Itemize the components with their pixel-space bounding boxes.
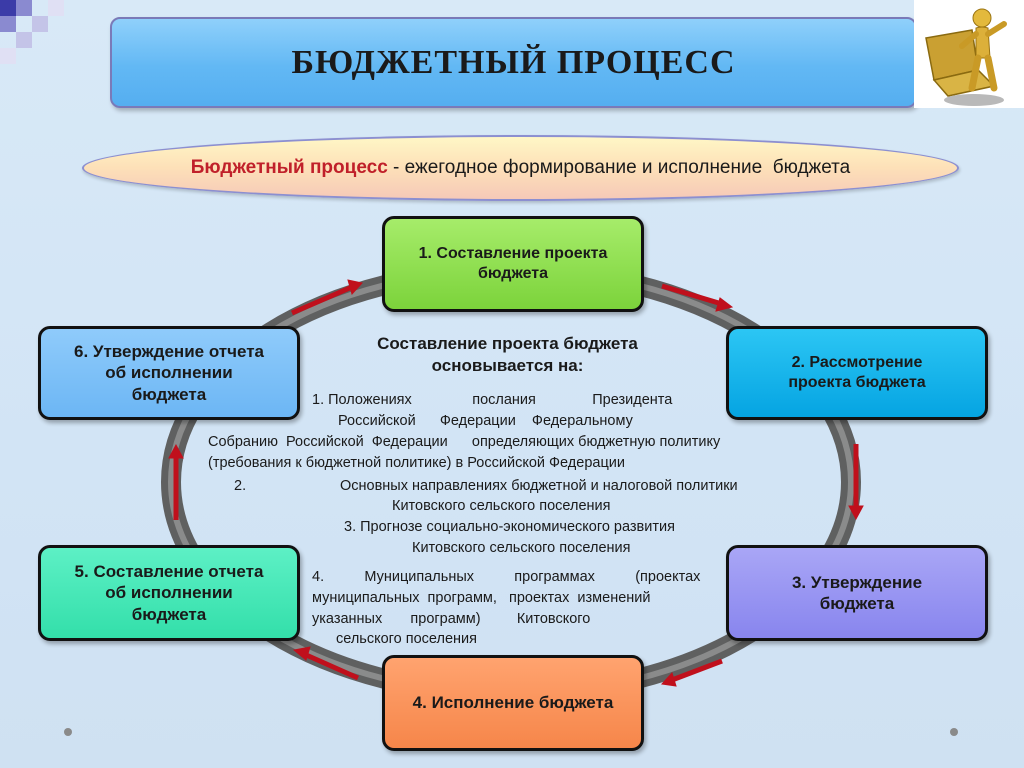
stage-2-label: 2. Рассмотрение проекта бюджета [788, 354, 926, 391]
center-line-11: муниципальных программ, проектах изменен… [312, 590, 651, 606]
definition-ellipse: Бюджетный процесс - ежегодное формирован… [82, 135, 959, 201]
arrow-1-to-2 [661, 283, 723, 307]
center-line-2: Российской Федерации Федеральному [338, 413, 633, 429]
arrow-2-to-3-head [848, 505, 864, 521]
title-banner: БЮДЖЕТНЫЙ ПРОЦЕСС [110, 17, 917, 108]
stage-5-report: 5. Составление отчета об исполнении бюдж… [38, 545, 300, 641]
left-dot [64, 728, 72, 736]
stage-1-draft: 1. Составление проекта бюджета [382, 216, 644, 312]
center-line-4: (требования к бюджетной политике) в Росс… [208, 455, 625, 471]
stage-1-label: 1. Составление проекта бюджета [418, 245, 608, 282]
definition-text: - ежегодное формирование и исполнение бю… [387, 157, 851, 178]
arrow-5-to-6-head [168, 443, 184, 459]
center-heading: Составление проекта бюджета основывается… [377, 334, 638, 376]
arrow-4-to-5-head [292, 646, 311, 661]
page-title: БЮДЖЕТНЫЙ ПРОЦЕСС [291, 43, 736, 81]
arrow-3-to-4-head [660, 672, 677, 687]
arrow-1-to-2-head [715, 297, 734, 312]
arrow-4-to-5 [302, 651, 360, 681]
golden-figure-with-laptop-icon [914, 0, 1024, 108]
center-line-6: Основных направлениях бюджетной и налого… [340, 478, 738, 494]
center-line-3: Собранию Российской Федерации определяющ… [208, 434, 721, 450]
center-line-7: Китовского сельского поселения [392, 498, 611, 514]
stage-4-execution: 4. Исполнение бюджета [382, 655, 644, 751]
stage-3-label: 3. Утверждение бюджета [791, 572, 923, 613]
center-line-5: 2. [234, 478, 247, 494]
stage-4-label: 4. Исполнение бюджета [412, 693, 614, 713]
arrow-6-to-1 [291, 284, 353, 316]
center-line-12: указанных программ) Китовского [312, 611, 591, 627]
center-line-8: 3. Прогнозе социально-экономического раз… [344, 519, 675, 535]
stage-5-label: 5. Составление отчета об исполнении бюдж… [74, 562, 264, 624]
center-line-9: Китовского сельского поселения [412, 540, 631, 556]
stage-3-approval: 3. Утверждение бюджета [726, 545, 988, 641]
stage-6-report-approval: 6. Утверждение отчета об исполнении бюдж… [38, 326, 300, 420]
cycle-arrows [168, 279, 864, 687]
stage-6-label: 6. Утверждение отчета об исполнении бюдж… [73, 342, 264, 404]
right-dot [950, 728, 958, 736]
center-line-13: сельского поселения [336, 631, 477, 647]
center-line-10: 4. Муниципальных программах (проектах [312, 569, 701, 585]
stage-2-review: 2. Рассмотрение проекта бюджета [726, 326, 988, 420]
center-line-1: 1. Положениях послания Президента [312, 392, 673, 408]
arrow-6-to-1-head [347, 279, 363, 296]
arrow-3-to-4 [671, 658, 723, 683]
definition-term: Бюджетный процесс [190, 157, 388, 178]
